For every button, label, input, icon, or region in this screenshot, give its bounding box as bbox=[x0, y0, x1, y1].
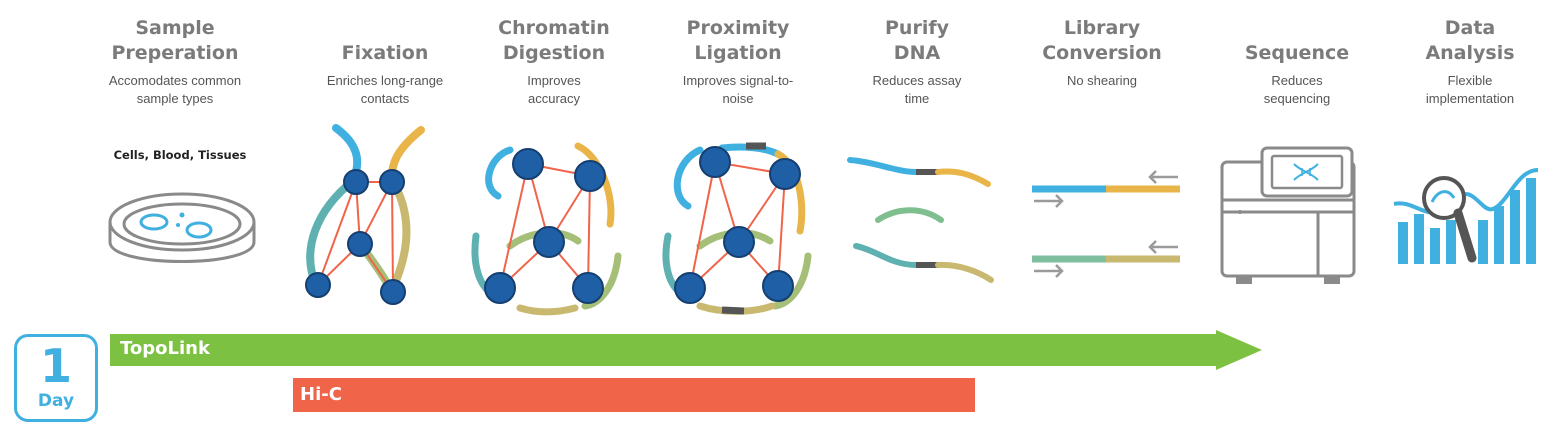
step-description: Reduces sequencing bbox=[1263, 73, 1331, 106]
step-chromatin-digestion: Chromatin Digestion Improves accuracy bbox=[459, 14, 649, 108]
step-sequence: Sequence Reduces sequencing bbox=[1202, 14, 1392, 108]
step-data-analysis: Data Analysis Flexible implementation bbox=[1375, 14, 1556, 108]
step-description: Enriches long-range contacts bbox=[326, 73, 444, 106]
library-conversion-icon bbox=[1032, 170, 1180, 278]
hic-timeline-bar bbox=[293, 378, 975, 412]
step-description: Reduces assay time bbox=[872, 73, 962, 106]
one-day-badge: 1 Day bbox=[14, 334, 98, 422]
step-purify-dna: Purify DNA Reduces assay time bbox=[822, 14, 1012, 108]
step-title: Sequence bbox=[1244, 42, 1350, 64]
step-description: Flexible implementation bbox=[1425, 73, 1515, 106]
step-title: Fixation bbox=[341, 42, 429, 64]
step-sample-preparation: Sample Preperation Accomodates common sa… bbox=[80, 14, 270, 108]
day-number: 1 bbox=[39, 339, 72, 393]
data-analysis-icon bbox=[1393, 168, 1539, 264]
step-title: Data Analysis bbox=[1425, 17, 1515, 64]
digested-chromatin-icon bbox=[471, 142, 622, 316]
ligated-chromatin-icon bbox=[662, 142, 812, 315]
topolink-timeline-arrow bbox=[110, 330, 1262, 370]
hic-label: Hi-C bbox=[300, 384, 342, 405]
purified-dna-icon bbox=[847, 157, 994, 283]
sequencer-icon bbox=[1220, 146, 1356, 284]
sample-types-label: Cells, Blood, Tissues bbox=[113, 148, 247, 162]
step-title: Sample Preperation bbox=[111, 17, 239, 64]
step-proximity-ligation: Proximity Ligation Improves signal-to-no… bbox=[643, 14, 833, 108]
step-title: Proximity Ligation bbox=[686, 17, 790, 64]
day-unit: Day bbox=[37, 391, 75, 411]
step-title: Chromatin Digestion bbox=[498, 17, 610, 64]
step-description: Accomodates common sample types bbox=[108, 73, 242, 106]
petri-dish-icon bbox=[108, 192, 256, 263]
step-description: Improves accuracy bbox=[527, 73, 581, 106]
step-fixation: Fixation Enriches long-range contacts bbox=[290, 14, 480, 108]
step-title: Library Conversion bbox=[1042, 17, 1162, 64]
topolink-label: TopoLink bbox=[120, 338, 210, 359]
step-library-conversion: Library Conversion No shearing bbox=[1007, 14, 1197, 90]
step-description: Improves signal-to-noise bbox=[682, 73, 794, 106]
fixation-chromatin-icon bbox=[305, 124, 425, 305]
step-title: Purify DNA bbox=[885, 17, 949, 64]
step-description: No shearing bbox=[1066, 73, 1138, 88]
